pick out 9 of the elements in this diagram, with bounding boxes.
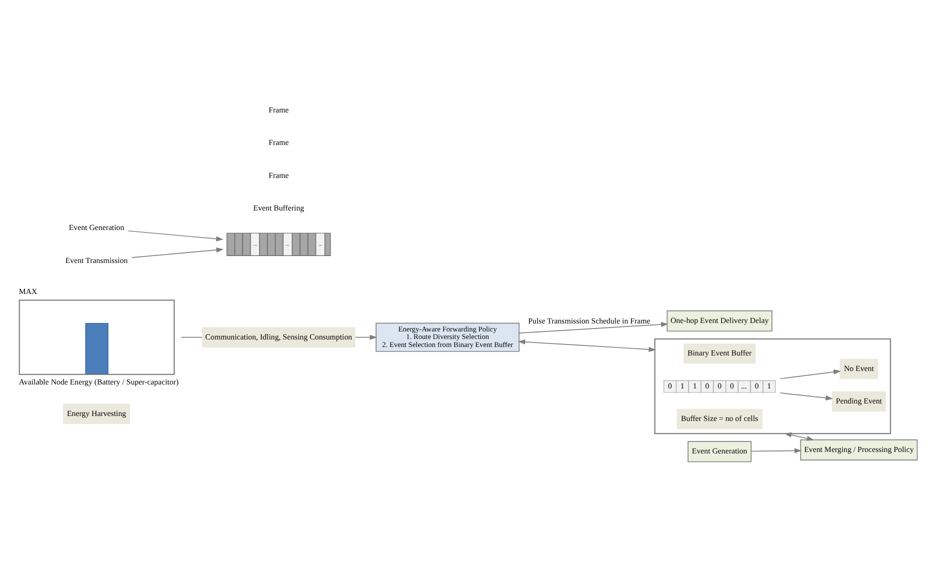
label: Event Buffering (252, 202, 304, 212)
node-text: Event Transmission (64, 255, 128, 264)
node-label: MAX (18, 286, 37, 296)
label: Frame (268, 138, 288, 147)
edge-label: Pulse Transmission Schedule in Frame (528, 316, 650, 325)
node-text: Event Generation (68, 222, 124, 232)
label: Frame (268, 104, 288, 114)
node-label: Available Node Energy (Battery / Super-capacitor) (18, 377, 178, 386)
label: Frame (268, 170, 288, 180)
